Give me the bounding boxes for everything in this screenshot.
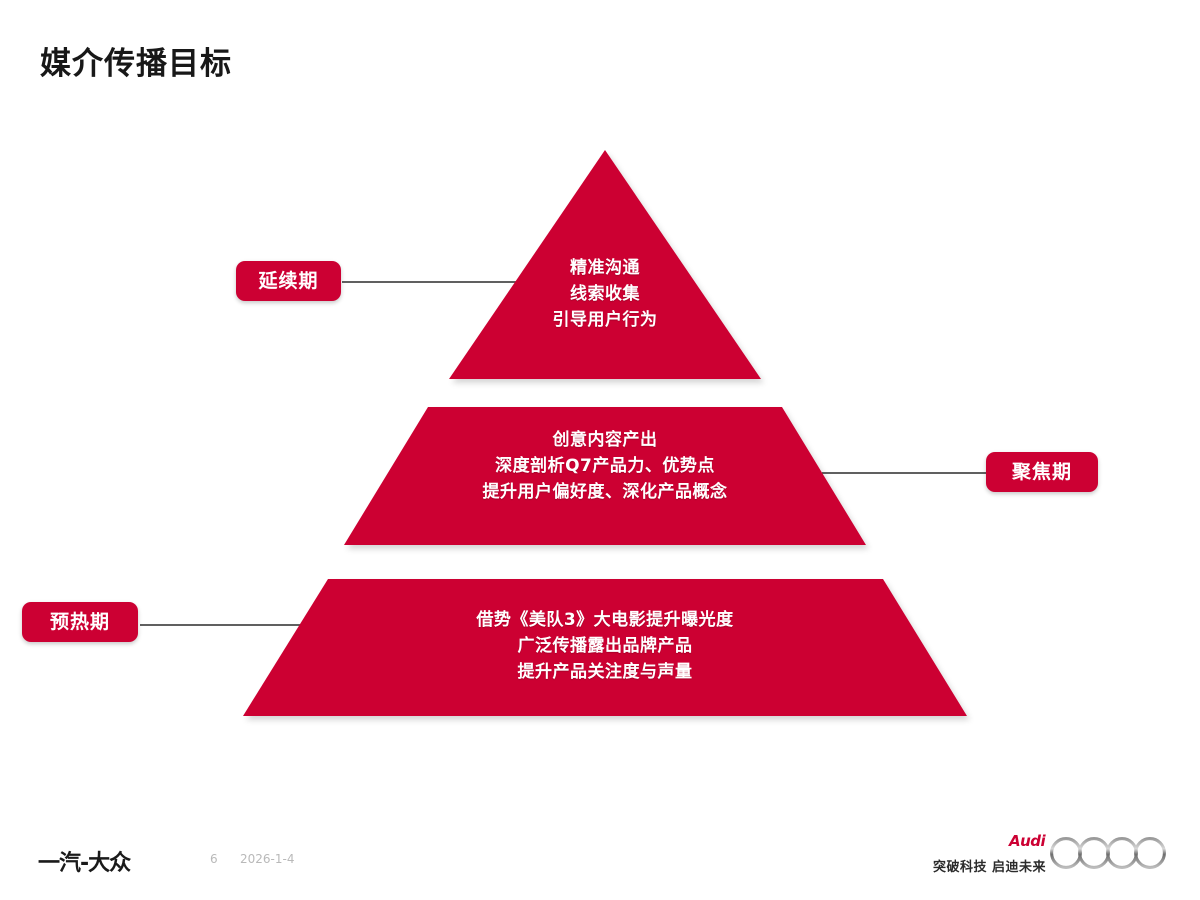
tier-middle-line-1: 创意内容产出 (552, 430, 658, 450)
tier-top-line-1: 精准沟通 (570, 258, 640, 278)
tier-middle-line-2: 深度剖析Q7产品力、优势点 (495, 455, 715, 476)
page-number: 6 (210, 852, 218, 866)
pyramid-tier-bottom-text: 借势《美队3》大电影提升曝光度 广泛传播露出品牌产品 提升产品关注度与声量 (355, 608, 855, 685)
page-title: 媒介传播目标 (40, 46, 232, 82)
pyramid-tier-bottom[interactable] (243, 579, 967, 716)
faw-volkswagen-logo: 一汽-大众 (38, 851, 131, 876)
phase-label-warmup[interactable]: 预热期 (22, 602, 138, 642)
pyramid-tier-middle-text: 创意内容产出 深度剖析Q7产品力、优势点 提升用户偏好度、深化产品概念 (405, 428, 805, 505)
pyramid-tier-middle[interactable] (344, 407, 866, 545)
pyramid-tier-top-text: 精准沟通 线索收集 引导用户行为 (455, 256, 755, 333)
tier-bottom-line-2: 广泛传播露出品牌产品 (517, 635, 693, 656)
audi-tagline: 突破科技 启迪未来 (933, 860, 1047, 875)
audi-four-rings-icon (1050, 837, 1166, 869)
slide-date: 2026-1-4 (240, 852, 295, 866)
audi-wordmark: Audi (1009, 832, 1046, 850)
tier-bottom-line-1: 借势《美队3》大电影提升曝光度 (476, 610, 734, 630)
tier-middle-line-3: 提升用户偏好度、深化产品概念 (482, 481, 728, 502)
pyramid-tier-top[interactable] (449, 150, 761, 379)
phase-label-continuation[interactable]: 延续期 (236, 261, 341, 301)
tier-top-line-2: 线索收集 (570, 283, 640, 304)
tier-top-line-3: 引导用户行为 (552, 309, 658, 330)
phase-label-focus[interactable]: 聚焦期 (986, 452, 1098, 492)
tier-bottom-line-3: 提升产品关注度与声量 (517, 661, 693, 682)
